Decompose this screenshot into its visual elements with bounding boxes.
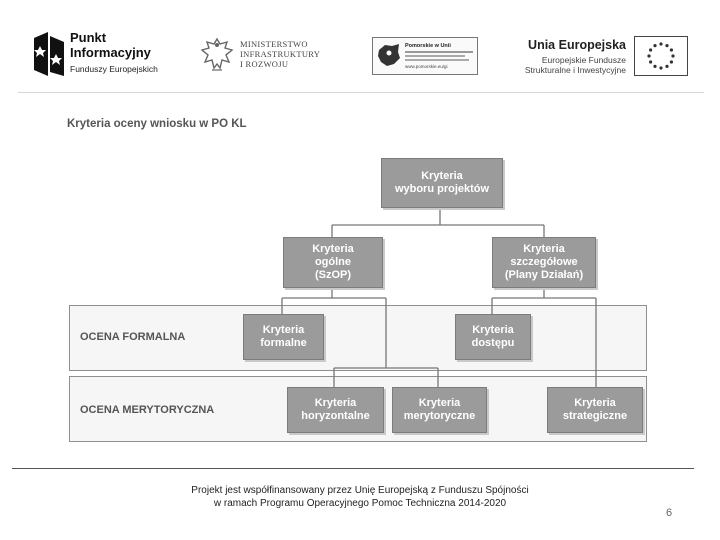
- pomorskie-logo-bar3: [405, 59, 469, 61]
- slide-title: Kryteria oceny wniosku w PO KL: [67, 118, 247, 130]
- node-horizontal-label: Kryteria horyzontalne: [301, 397, 370, 422]
- node-detailed-label: Kryteria szczegółowe (Plany Działań): [504, 243, 584, 281]
- footer-line2: w ramach Programu Operacyjnego Pomoc Tec…: [213, 498, 507, 509]
- node-kryteria-merytoryczne: Kryteria merytoryczne: [392, 387, 487, 433]
- node-access-label: Kryteria dostępu: [471, 324, 515, 349]
- pomorskie-logo-title: Pomorskie w Unii: [405, 43, 451, 49]
- ministry-line3: I ROZWOJU: [240, 59, 289, 69]
- band-label-merit: OCENA MERYTORYCZNA: [80, 404, 215, 416]
- punkt-informacyjny-mark-icon: [34, 32, 64, 76]
- pi-logo-line1: Punkt: [70, 30, 107, 45]
- pi-logo-line3: Funduszy Europejskich: [70, 64, 158, 74]
- eu-logo-line3: Strukturalne i Inwestycyjne: [524, 65, 626, 75]
- node-kryteria-ogolne: Kryteria ogólne (SzOP): [283, 237, 383, 288]
- header-divider: [18, 92, 704, 93]
- pomorskie-map-icon: [378, 44, 400, 66]
- eagle-emblem-icon: [200, 37, 234, 71]
- ministry-logo: MINISTERSTWO INFRASTRUKTURY I ROZWOJU: [200, 36, 340, 76]
- node-merit-label: Kryteria merytoryczne: [403, 397, 476, 422]
- band-label-formal: OCENA FORMALNA: [80, 331, 186, 343]
- pomorskie-logo-bar2: [405, 55, 465, 57]
- node-kryteria-strategiczne: Kryteria strategiczne: [547, 387, 643, 433]
- pomorskie-logo-bar1: [405, 51, 473, 53]
- node-kryteria-horyzontalne: Kryteria horyzontalne: [287, 387, 384, 433]
- logo-strip: Punkt Informacyjny Funduszy Europejskich…: [0, 0, 720, 92]
- ministry-logo-text: MINISTERSTWO INFRASTRUKTURY I ROZWOJU: [240, 39, 320, 69]
- ministry-line1: MINISTERSTWO: [240, 39, 308, 49]
- node-kryteria-formalne: Kryteria formalne: [243, 314, 324, 360]
- pomorskie-logo-url: www.pomorskie.eu/gi: [405, 64, 448, 69]
- band-ocena-formalna: [69, 305, 647, 371]
- pomorskie-logo: Pomorskie w Unii www.pomorskie.eu/gi: [372, 37, 478, 75]
- footer-line1: Projekt jest współfinansowany przez Unię…: [191, 485, 529, 496]
- eu-logo-title: Unia Europejska: [528, 38, 626, 52]
- eu-logo: Unia Europejska Europejskie Fundusze Str…: [520, 36, 690, 76]
- node-general-label: Kryteria ogólne (SzOP): [312, 243, 354, 281]
- node-strategic-label: Kryteria strategiczne: [562, 397, 628, 422]
- node-root-label: Kryteria wyboru projektów: [394, 170, 490, 195]
- punkt-informacyjny-logo: Punkt Informacyjny Funduszy Europejskich: [34, 28, 160, 80]
- pi-logo-line2: Informacyjny: [70, 45, 151, 60]
- node-kryteria-dostepu: Kryteria dostępu: [455, 314, 531, 360]
- footer-divider: [12, 468, 694, 469]
- ministry-line2: INFRASTRUKTURY: [240, 49, 321, 59]
- footer-text: Projekt jest współfinansowany przez Unię…: [150, 484, 570, 510]
- eu-logo-line2: Europejskie Fundusze: [541, 55, 626, 65]
- node-formal-label: Kryteria formalne: [260, 324, 307, 349]
- eu-flag-icon: [634, 36, 688, 76]
- node-kryteria-wyboru: Kryteria wyboru projektów: [381, 158, 503, 208]
- node-kryteria-szczegolowe: Kryteria szczegółowe (Plany Działań): [492, 237, 596, 288]
- page-number: 6: [666, 507, 673, 519]
